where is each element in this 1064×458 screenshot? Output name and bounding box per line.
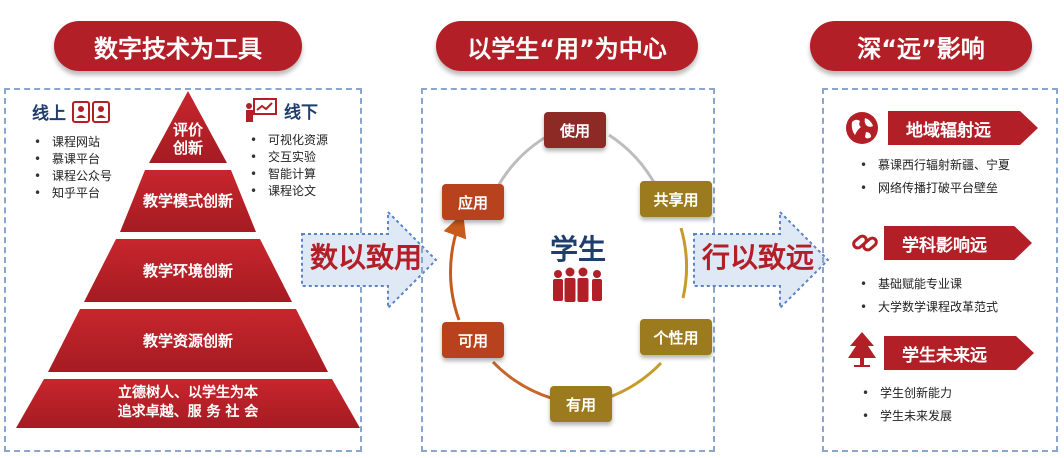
list-item: 学生未来发展 <box>856 408 952 425</box>
online-list: 课程网站 慕课平台 课程公众号 知乎平台 <box>28 134 112 202</box>
right-arrow-label: 行以致远 <box>702 241 815 274</box>
list-item: 大学数学课程改革范式 <box>854 299 998 316</box>
right-flow-arrow <box>693 210 830 310</box>
list-item: 网络传播打破平台壁垒 <box>854 180 1010 197</box>
node-usable: 可用 <box>442 322 504 358</box>
list-item: 课程网站 <box>28 134 112 151</box>
offline-label: 线下 <box>284 102 318 123</box>
node-personalized-use: 个性用 <box>640 319 712 355</box>
chain-link-icon <box>852 234 878 252</box>
pyramid-level-5-line2: 追求卓越、服 务 社 会 <box>117 404 259 420</box>
pyramid-level-4-text: 教学资源创新 <box>142 332 233 350</box>
node-useful: 有用 <box>550 386 612 422</box>
header-far-reaching: 深“远”影响 <box>810 21 1032 71</box>
banner-subject: 学科影响远 <box>884 226 1032 260</box>
node-use: 使用 <box>544 112 606 148</box>
online-label: 线上 <box>32 104 66 124</box>
ring-arc-top-left <box>495 132 552 189</box>
node-shared-use: 共享用 <box>640 181 712 217</box>
left-arrow-label: 数以致用 <box>310 241 423 274</box>
subject-list: 基础赋能专业课 大学数学课程改革范式 <box>854 276 998 316</box>
pyramid-level-3 <box>84 239 292 302</box>
node-apply: 应用 <box>442 184 504 220</box>
pyramid-graphic <box>16 91 360 428</box>
banner-future: 学生未来远 <box>884 336 1034 370</box>
header-digital-tools: 数字技术为工具 <box>54 21 302 71</box>
list-item: 学生创新能力 <box>856 385 952 402</box>
left-flow-arrow <box>301 210 438 310</box>
offline-list: 可视化资源 交互实验 智能计算 课程论文 <box>244 132 328 200</box>
list-item: 慕课平台 <box>28 151 112 168</box>
pyramid-level-3-text: 教学环境创新 <box>142 262 233 280</box>
pyramid-level-5-text: 立德树人、以学生为本 追求卓越、服 务 社 会 <box>36 384 340 422</box>
list-item: 智能计算 <box>244 166 328 183</box>
pyramid-level-2 <box>120 170 256 232</box>
list-item: 慕课西行辐射新疆、宁夏 <box>854 157 1010 174</box>
list-item: 知乎平台 <box>28 185 112 202</box>
ring-arc-right <box>679 227 688 299</box>
pyramid-level-5-line1: 立德树人、以学生为本 <box>118 385 258 401</box>
list-item: 基础赋能专业课 <box>854 276 998 293</box>
pyramid-level-1-text: 评价 创新 <box>158 121 218 157</box>
list-item: 交互实验 <box>244 149 328 166</box>
pyramid-level-1-line2: 创新 <box>172 139 203 157</box>
pyramid-level-4 <box>48 309 328 372</box>
banner-geo: 地域辐射远 <box>888 111 1038 145</box>
ring-arc-left <box>443 212 467 321</box>
students-group-icon <box>553 267 602 302</box>
list-item: 课程论文 <box>244 183 328 200</box>
ring-arc-bottom-right <box>606 361 663 400</box>
pyramid-level-2-text: 教学模式创新 <box>142 192 233 210</box>
offline-title: 线下 <box>244 97 318 123</box>
ring-arc-bottom-left <box>491 360 552 400</box>
pyramid-level-1-line1: 评价 <box>172 121 203 139</box>
online-title: 线上 <box>32 99 110 124</box>
globe-icon <box>846 112 878 144</box>
header-student-centered: 以学生“用”为中心 <box>436 21 698 71</box>
center-student-title: 学生 <box>549 233 606 266</box>
growth-tree-icon <box>848 332 876 367</box>
right-panel <box>822 88 1058 452</box>
list-item: 课程公众号 <box>28 168 112 185</box>
future-list: 学生创新能力 学生未来发展 <box>856 385 952 425</box>
pyramid-level-5 <box>16 379 360 428</box>
offline-presentation-icon <box>246 98 277 122</box>
list-item: 可视化资源 <box>244 132 328 149</box>
online-people-icon <box>72 100 110 123</box>
pyramid-level-1 <box>149 91 227 163</box>
geo-list: 慕课西行辐射新疆、宁夏 网络传播打破平台壁垒 <box>854 157 1010 197</box>
